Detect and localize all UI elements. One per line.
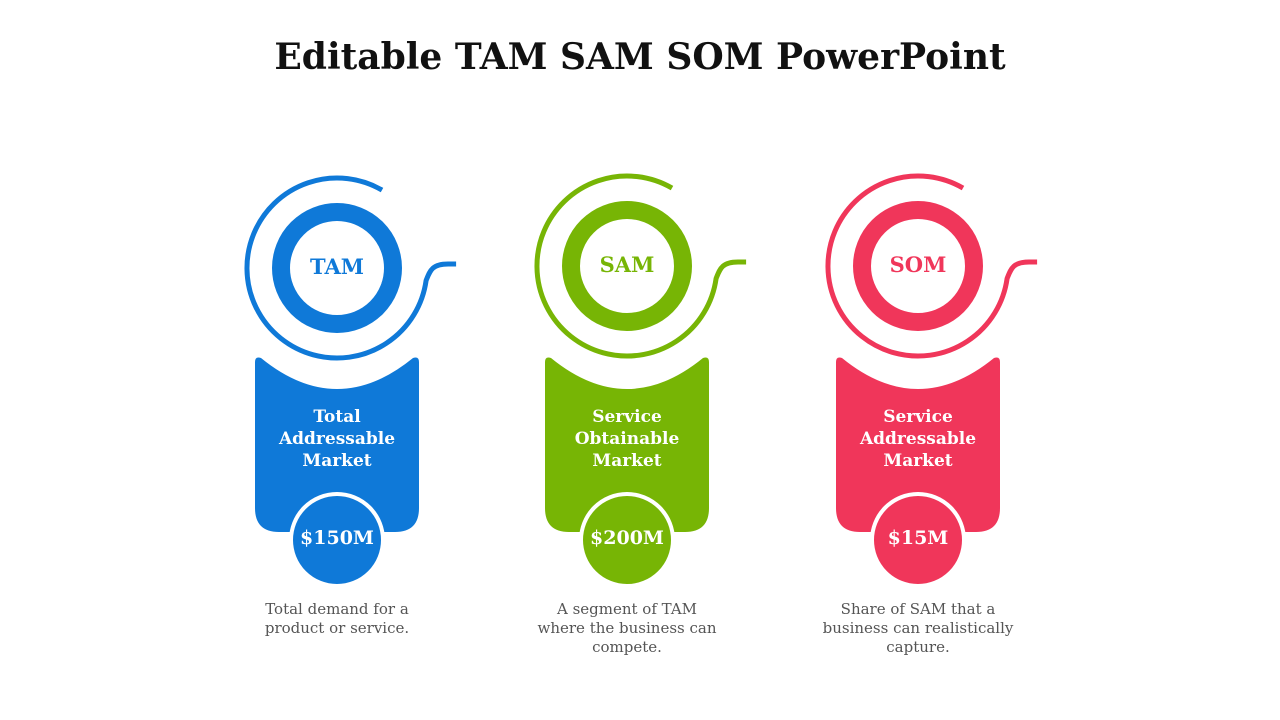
sam-description-line: compete.: [592, 638, 662, 656]
som-column: SOM Service Addressable Market $15M Shar…: [799, 0, 1039, 720]
tam-label-line: Total: [313, 407, 361, 427]
som-value: $15M: [887, 527, 949, 549]
som-label: Service Addressable Market: [836, 406, 1000, 472]
tam-abbr: TAM: [309, 254, 365, 279]
som-value-badge: [870, 492, 966, 588]
sam-abbr: SAM: [599, 252, 655, 277]
tam-outer-ring: [244, 175, 457, 361]
tam-value-badge: [289, 492, 385, 588]
tam-description-line: product or service.: [264, 619, 410, 637]
sam-label-line: Market: [592, 451, 662, 471]
som-abbr: SOM: [889, 252, 947, 277]
sam-inner-ring: [562, 201, 692, 331]
som-panel: [836, 357, 1000, 532]
sam-label: Service Obtainable Market: [545, 406, 709, 472]
tam-column: TAM Total Addressable Market $150M Total…: [218, 0, 458, 720]
som-description-line: capture.: [886, 638, 950, 656]
sam-value: $200M: [590, 527, 664, 549]
tam-graphic: [244, 175, 457, 588]
tam-label: Total Addressable Market: [255, 406, 419, 472]
som-outer-ring: [825, 173, 1038, 359]
tam-inner-ring: [272, 203, 402, 333]
sam-description-line: where the business can: [537, 619, 717, 637]
sam-label-line: Service: [592, 407, 662, 427]
som-description-line: Share of SAM that a: [840, 600, 996, 618]
tam-description-line: Total demand for a: [265, 600, 409, 618]
sam-label-line: Obtainable: [574, 429, 680, 449]
som-description-line: business can realistically: [822, 619, 1014, 637]
tam-label-line: Addressable: [278, 429, 396, 449]
sam-description: A segment of TAM where the business can …: [517, 600, 737, 657]
sam-graphic: [534, 173, 747, 588]
som-label-line: Service: [883, 407, 953, 427]
som-graphic: [825, 173, 1038, 588]
sam-value-badge: [579, 492, 675, 588]
som-label-line: Market: [883, 451, 953, 471]
tam-label-line: Market: [302, 451, 372, 471]
sam-panel: [545, 357, 709, 532]
som-label-line: Addressable: [859, 429, 977, 449]
sam-column: SAM Service Obtainable Market $200M A se…: [508, 0, 748, 720]
som-description: Share of SAM that a business can realist…: [808, 600, 1028, 657]
tam-description: Total demand for a product or service.: [227, 600, 447, 638]
tam-panel: [255, 357, 419, 532]
som-inner-ring: [853, 201, 983, 331]
sam-description-line: A segment of TAM: [556, 600, 698, 618]
sam-outer-ring: [534, 173, 747, 359]
slide-title: Editable TAM SAM SOM PowerPoint: [274, 36, 1006, 78]
tam-value: $150M: [300, 527, 374, 549]
